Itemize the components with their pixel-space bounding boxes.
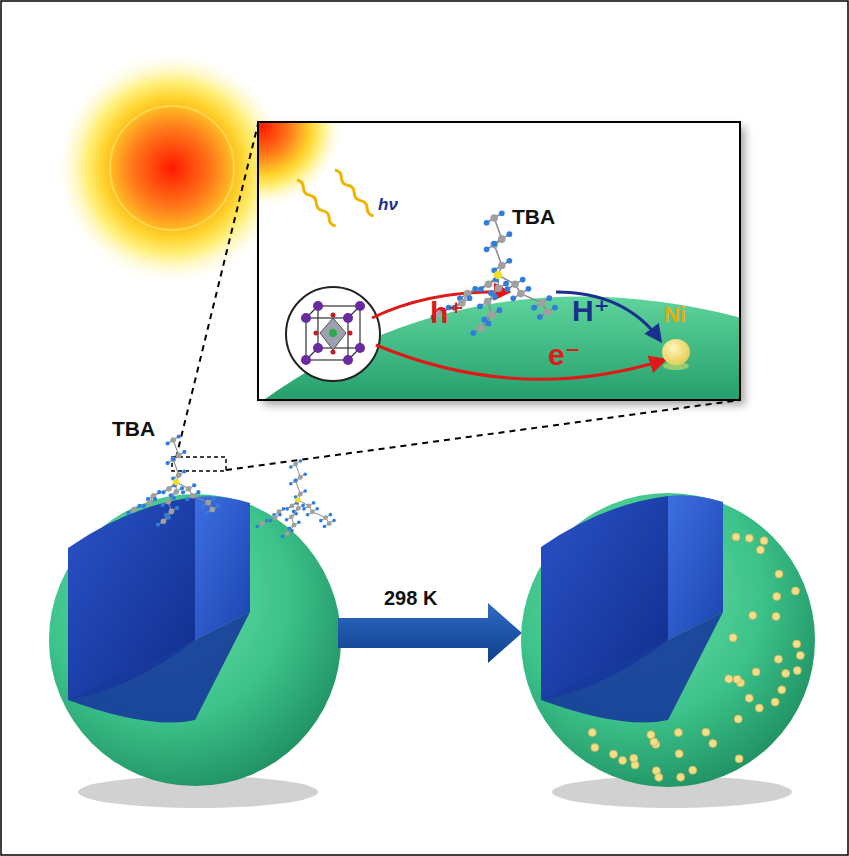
tba-molecule bbox=[431, 210, 558, 335]
photon-label: hν bbox=[378, 196, 398, 213]
sun-ring bbox=[110, 106, 234, 230]
ni-particles bbox=[588, 533, 804, 781]
sun bbox=[57, 53, 287, 283]
hole-label: h⁺ bbox=[430, 298, 464, 328]
tba-molecule bbox=[255, 459, 335, 538]
core-shell-sphere-ni bbox=[521, 493, 815, 808]
zoom-line bbox=[176, 124, 258, 458]
proton-label: H⁺ bbox=[572, 296, 610, 326]
process-arrow bbox=[338, 603, 522, 663]
temperature-label: 298 K bbox=[384, 588, 437, 608]
molecule-label: TBA bbox=[112, 418, 155, 439]
inset-panel bbox=[182, 47, 750, 410]
molecule-label: TBA bbox=[512, 206, 555, 227]
tba-molecule bbox=[126, 434, 220, 526]
nickel-label: Ni bbox=[664, 304, 686, 326]
zoom-line bbox=[226, 400, 740, 470]
electron-label: e⁻ bbox=[548, 340, 581, 370]
core-shell-sphere bbox=[49, 434, 341, 808]
